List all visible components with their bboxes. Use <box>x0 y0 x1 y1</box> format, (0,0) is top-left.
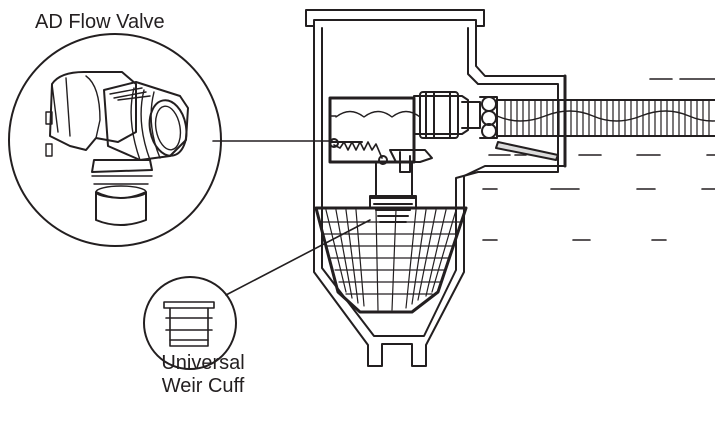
weir-cuff-callout <box>143 276 237 370</box>
water-surface <box>329 78 715 241</box>
weir-cuff-label-line1: Universal <box>161 352 245 374</box>
skimmer-basket <box>314 197 468 314</box>
weir-cuff-label-line2: Weir Cuff <box>161 375 245 397</box>
vacuum-hose <box>495 99 715 161</box>
valve-callout <box>8 33 222 247</box>
weir-cuff-label: Universal Weir Cuff <box>143 352 263 398</box>
flow-valve-label: AD Flow Valve <box>35 11 165 33</box>
callout-lines <box>212 140 371 296</box>
valve-housing <box>328 96 433 209</box>
hose-fitting <box>413 91 498 139</box>
skimmer-body <box>305 9 567 367</box>
